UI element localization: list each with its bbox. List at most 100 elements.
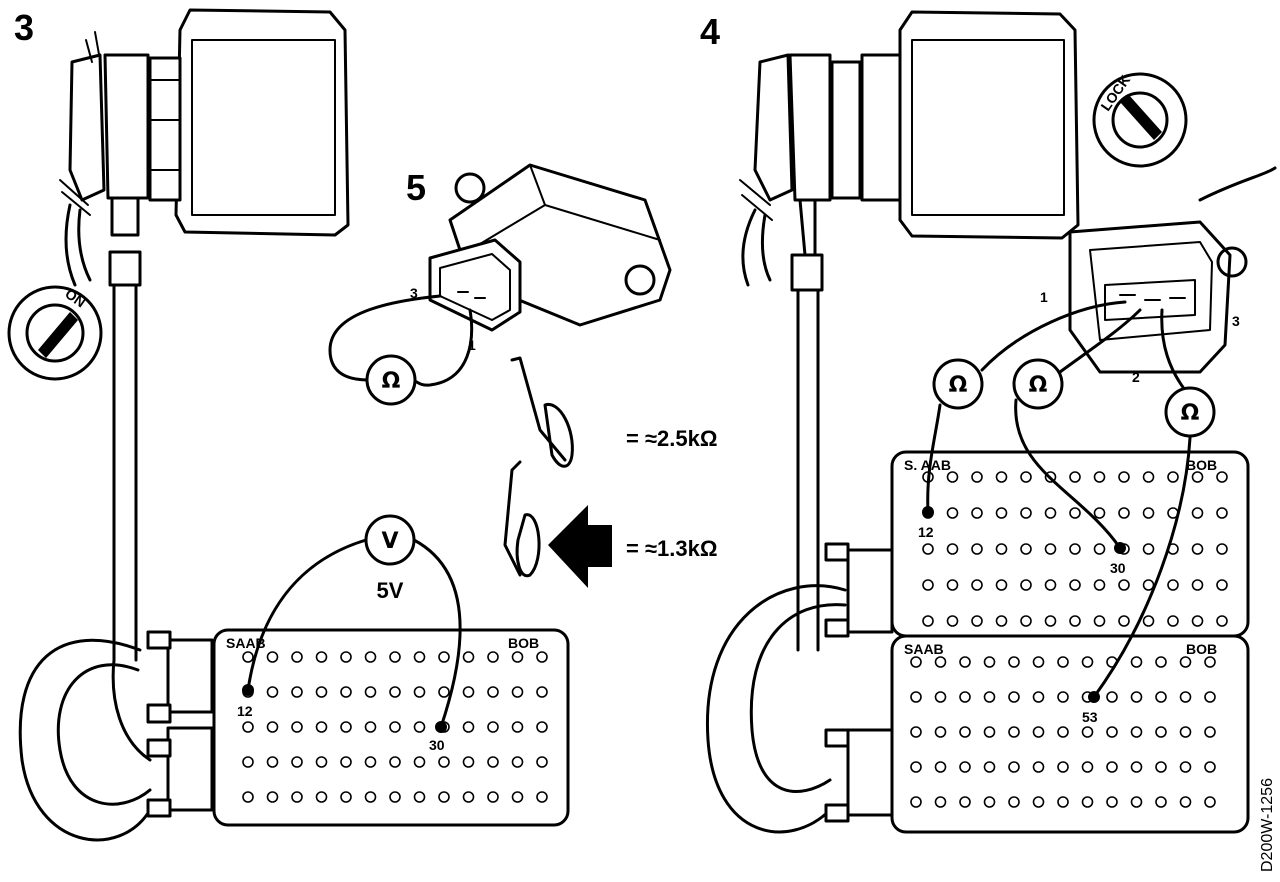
bob-hole [1106, 691, 1118, 703]
bob-hole [1093, 471, 1106, 483]
panel-3: 3 ON [7, 7, 570, 842]
sensor-pin-1: 1 [468, 337, 476, 353]
ohmmeter-symbol-3: Ω [1181, 401, 1200, 426]
bob-hole [959, 796, 971, 808]
bob-hole [1032, 656, 1045, 668]
bob-hole [1179, 656, 1192, 668]
bob-hole [1167, 579, 1179, 591]
bob-hole [1057, 656, 1069, 668]
bob-hole [487, 651, 499, 663]
bob-hole [462, 686, 475, 698]
ohmmeter-symbol-sensor: Ω [382, 369, 401, 394]
bob-hole [1093, 579, 1106, 591]
harness-connector-left [59, 31, 150, 237]
bob-hole [1191, 543, 1204, 555]
bob-hole [438, 756, 450, 768]
bob-hole [1057, 726, 1069, 738]
bob-hole [1130, 656, 1143, 668]
bob-hole [959, 726, 971, 738]
bob-hole [364, 651, 377, 663]
bob-hole [922, 579, 934, 591]
bob-hole [389, 651, 401, 663]
control-module-right [830, 10, 1080, 240]
bob-hole [389, 791, 401, 803]
bob-brand-saab-upper: S. AAB [904, 457, 951, 473]
bob-brand-bob-left: BOB [508, 635, 539, 651]
bob-hole [487, 686, 499, 698]
bob-hole [511, 756, 524, 768]
bob-hole [1118, 507, 1130, 519]
cable-left [18, 203, 152, 842]
bob-hole [1204, 726, 1216, 738]
bob-hole [340, 686, 352, 698]
bob-hole [1118, 615, 1130, 627]
bob-hole [995, 543, 1008, 555]
bob-hole [1032, 726, 1045, 738]
bob-hole [1032, 761, 1045, 773]
bob-hole [389, 686, 401, 698]
switch-contact-closed [510, 356, 574, 468]
bob-hole [1032, 691, 1045, 703]
bob-hole [340, 756, 352, 768]
bob-hole [1204, 761, 1216, 773]
bob-hole [1008, 656, 1020, 668]
bob-hole [1057, 796, 1069, 808]
bob-hole [1191, 471, 1204, 483]
bob-hole [1191, 579, 1204, 591]
bob-hole [1044, 615, 1057, 627]
bob-hole [1081, 761, 1094, 773]
bob-brand-bob-lower: BOB [1186, 641, 1217, 657]
pin-label-12-right: 12 [918, 524, 934, 540]
bob-hole [340, 791, 352, 803]
throttle-sensor: 3 1 Ω [328, 163, 672, 406]
pin-label-30-left: 30 [429, 737, 445, 753]
ohmmeter-symbol-2: Ω [1029, 373, 1048, 398]
breakout-box-right-upper: S. AAB BOB 12 30 [890, 450, 1250, 638]
bob-hole [487, 791, 499, 803]
bob-hole [1142, 471, 1155, 483]
bob-hole [946, 507, 959, 519]
bob-hole [1020, 615, 1032, 627]
bob-hole [971, 507, 983, 519]
bob-hole [536, 651, 548, 663]
bob-hole [971, 543, 983, 555]
bob-hole [1155, 656, 1167, 668]
bob-hole [983, 726, 996, 738]
bob-hole [462, 791, 475, 803]
bob-hole [315, 651, 328, 663]
bob-hole [1069, 507, 1081, 519]
bob-hole [959, 761, 971, 773]
bob-hole [910, 656, 922, 668]
connector-pin-1: 1 [1040, 289, 1048, 305]
connector-pin-3: 3 [1232, 313, 1240, 329]
bob-hole [995, 471, 1008, 483]
bob-hole [995, 507, 1008, 519]
bob-pin-grid-left [242, 651, 548, 803]
voltmeter: V 5V [246, 514, 462, 729]
control-module-left [148, 8, 350, 237]
bob-hole [1057, 761, 1069, 773]
bob-hole [1130, 761, 1143, 773]
bob-hole [922, 543, 934, 555]
bob-hole [291, 791, 303, 803]
voltmeter-symbol: V [381, 529, 398, 554]
bob-hole [995, 615, 1008, 627]
step-number-5: 5 [406, 167, 426, 208]
bob-hole [291, 651, 303, 663]
bob-hole [536, 756, 548, 768]
bob-hole [1191, 615, 1204, 627]
bob-hole [1179, 726, 1192, 738]
pin-label-30-right: 30 [1110, 560, 1126, 576]
bob-hole [438, 651, 450, 663]
bob-hole [1216, 579, 1228, 591]
bob-hole [983, 691, 996, 703]
bob-hole [934, 796, 947, 808]
bob-hole [266, 721, 279, 733]
bob-hole [934, 726, 947, 738]
reading-open: = ≈1.3kΩ [626, 536, 718, 561]
bob-hole [1093, 507, 1106, 519]
bob-hole [1179, 761, 1192, 773]
ignition-switch-on: ON [7, 285, 103, 381]
bob-hole [1155, 796, 1167, 808]
